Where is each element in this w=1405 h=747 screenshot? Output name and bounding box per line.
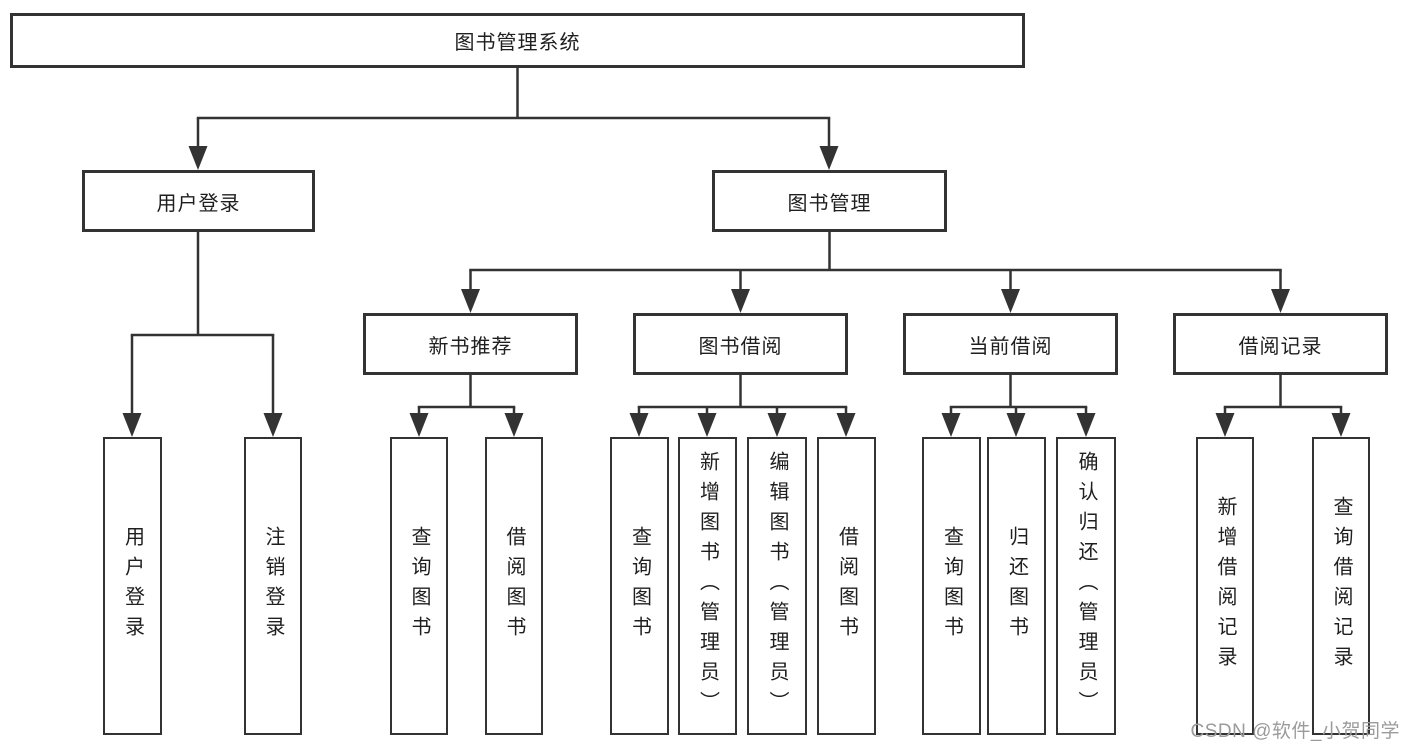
leaf-logout-label: 注销登录 [262,526,284,646]
leaf-confirm-return-admin-label: 确认归还（管理员） [1075,451,1097,721]
watermark: CSDN @软件_小贺同学 [1190,721,1400,742]
leaf-edit-book-admin-label: 编辑图书（管理员） [766,451,788,721]
leaf-borrow-books-recommend: 借阅图书 [485,437,543,735]
leaf-query-books-borrow: 查询图书 [610,437,669,735]
leaf-borrow-books-recommend-label: 借阅图书 [503,526,525,646]
leaf-query-books-borrow-label: 查询图书 [628,526,651,646]
connector-borrow-records-branch [1223,375,1343,431]
leaf-user-login: 用户登录 [103,437,162,735]
node-book-borrow: 图书借阅 [633,313,848,375]
connector-new-book-branch [417,375,516,431]
arrowheads [122,146,1351,437]
leaf-add-borrow-record-label: 新增借阅记录 [1214,496,1236,676]
node-library-management-system: 图书管理系统 [10,13,1025,68]
leaf-return-book-label: 归还图书 [1005,526,1028,646]
node-user-login: 用户登录 [82,170,315,232]
connector-book-borrow-branch [637,375,848,431]
leaf-query-books-recommend: 查询图书 [390,437,448,735]
leaf-query-borrow-record-label: 查询借阅记录 [1330,496,1352,676]
leaf-query-books-current: 查询图书 [922,437,981,735]
node-book-management: 图书管理 [712,170,947,232]
leaf-confirm-return-admin: 确认归还（管理员） [1056,437,1116,735]
leaf-return-book: 归还图书 [987,437,1046,735]
connector-root-branch [196,68,831,164]
leaf-edit-book-admin: 编辑图书（管理员） [747,437,807,735]
node-new-book-recommend: 新书推荐 [363,313,578,375]
leaf-user-login-label: 用户登录 [121,526,144,646]
connector-book-management-branch [469,232,1282,307]
leaf-add-book-admin: 新增图书（管理员） [678,437,737,735]
leaf-query-books-recommend-label: 查询图书 [408,526,430,646]
leaf-borrow-books-label: 借阅图书 [835,526,858,646]
connector-user-login-branch [130,232,275,431]
leaf-borrow-books: 借阅图书 [817,437,876,735]
leaf-logout: 注销登录 [244,437,302,735]
leaf-query-books-current-label: 查询图书 [940,526,963,646]
leaf-add-borrow-record: 新增借阅记录 [1196,437,1254,735]
leaf-query-borrow-record: 查询借阅记录 [1312,437,1370,735]
node-borrow-records: 借阅记录 [1173,313,1388,375]
node-current-borrow: 当前借阅 [903,313,1118,375]
leaf-add-book-admin-label: 新增图书（管理员） [696,451,719,721]
